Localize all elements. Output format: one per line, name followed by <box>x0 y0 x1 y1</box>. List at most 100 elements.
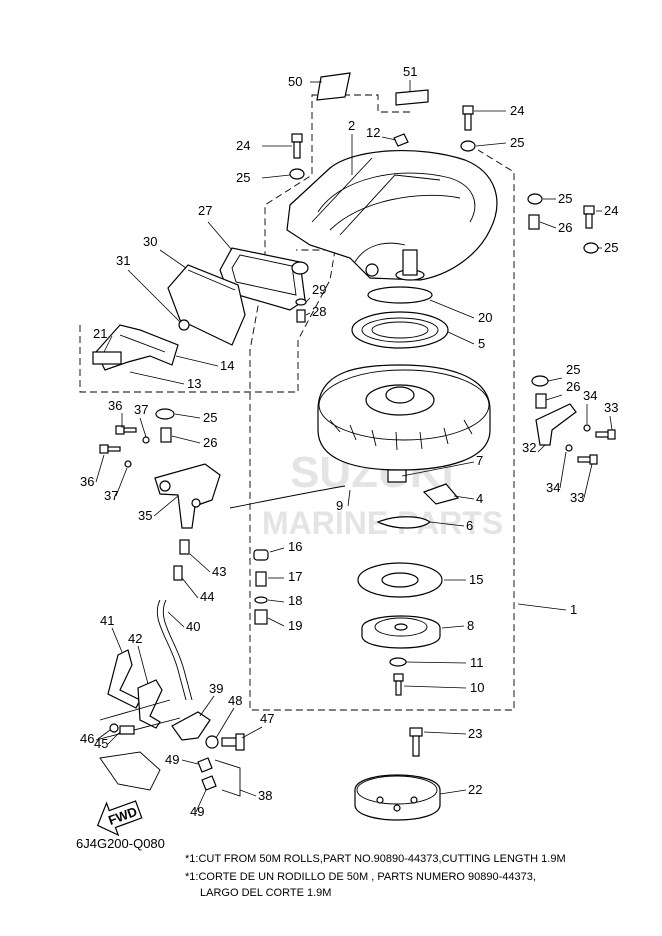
part-29-washer <box>295 298 307 306</box>
callout-19: 19 <box>288 618 302 633</box>
part-38-rod <box>214 759 241 797</box>
leader-line-45 <box>107 731 121 745</box>
part-23-bolt <box>409 727 423 757</box>
leader-line-25 <box>174 413 201 419</box>
part-41-bracket <box>107 649 141 709</box>
part-47-bolt <box>221 733 245 751</box>
callout-48: 48 <box>228 693 242 708</box>
callout-24: 24 <box>510 103 524 118</box>
part-34-washer-b <box>565 444 573 452</box>
part-45-screw <box>119 725 135 735</box>
leader-line-47 <box>241 726 263 739</box>
part-22-starter-pulley <box>354 774 441 821</box>
part-4-drive-pawl <box>422 483 460 505</box>
part-33-bolt-b <box>577 454 598 465</box>
leader-line-33 <box>609 415 613 431</box>
part-10-bolt <box>393 673 404 696</box>
part-25-grommet-e <box>155 408 175 420</box>
part-7-pawl-spring <box>387 469 407 483</box>
leader-line-27 <box>207 221 233 251</box>
leader-line-25 <box>261 174 291 179</box>
part-37-washer-b <box>124 460 132 468</box>
callout-31: 31 <box>116 253 130 268</box>
part-25-grommet-d <box>583 242 599 254</box>
leader-line-34 <box>559 451 567 489</box>
leader-line-8 <box>441 625 465 629</box>
leader-line-18 <box>267 599 285 603</box>
callout-25: 25 <box>203 410 217 425</box>
part-25-grommet-f <box>531 375 549 387</box>
callout-37: 37 <box>104 488 118 503</box>
fwd-arrow-icon: FWD <box>96 800 143 837</box>
part-32-bracket <box>535 403 577 446</box>
leader-line-37 <box>139 417 147 438</box>
leader-line-41 <box>111 627 123 653</box>
part-30-handle <box>167 264 246 346</box>
part-26-collar <box>528 214 540 230</box>
part-37-washer-a <box>142 436 150 444</box>
leader-line-19 <box>267 617 285 627</box>
part-24-bolt-right <box>583 205 595 229</box>
callout-15: 15 <box>469 572 483 587</box>
leader-line-22 <box>439 789 467 795</box>
callout-20: 20 <box>478 310 492 325</box>
leader-line-38 <box>239 789 257 797</box>
callout-2: 2 <box>348 118 355 133</box>
callout-26: 26 <box>203 435 217 450</box>
part-43-joint <box>179 539 190 555</box>
mount-bracket-lines <box>95 699 181 741</box>
engine-ghost-part <box>99 751 161 791</box>
leader-line-4 <box>453 495 475 500</box>
part-40-cable <box>156 599 187 701</box>
part-34-washer-a <box>583 424 591 432</box>
sheave-drum <box>317 364 491 471</box>
leader-line-11 <box>405 661 467 664</box>
callout-12: 12 <box>366 125 380 140</box>
leader-line-39 <box>199 695 215 717</box>
callout-5: 5 <box>478 336 485 351</box>
part-33-bolt-a <box>595 429 616 440</box>
callout-25: 25 <box>566 362 580 377</box>
callout-13: 13 <box>187 376 201 391</box>
callout-18: 18 <box>288 593 302 608</box>
leader-line-36 <box>95 454 105 483</box>
leader-line-33 <box>583 463 593 499</box>
part-51-label <box>395 89 429 106</box>
leader-line-6 <box>429 521 465 527</box>
callout-8: 8 <box>467 618 474 633</box>
leader-line-21 <box>103 335 113 353</box>
callout-26: 26 <box>566 379 580 394</box>
callout-24: 24 <box>236 138 250 153</box>
callout-37: 37 <box>134 402 148 417</box>
note-line-2: *1:CORTE DE UN RODILLO DE 50M , PARTS NU… <box>185 871 536 883</box>
part-26-collar-c <box>535 393 547 409</box>
callout-24: 24 <box>604 203 618 218</box>
callout-leaders <box>95 80 613 813</box>
part-49-clip-a <box>197 757 213 773</box>
part-2-starter-case <box>286 150 498 281</box>
callout-32: 32 <box>522 440 536 455</box>
part-36-bolt-b <box>99 444 121 454</box>
leader-line-25 <box>547 377 563 382</box>
part-25-grommet-c <box>527 193 543 205</box>
part-5-spiral-spring <box>351 311 449 349</box>
callout-28: 28 <box>312 304 326 319</box>
part-46-washer <box>109 723 119 733</box>
leader-line-1 <box>517 603 567 611</box>
callout-38: 38 <box>258 788 272 803</box>
callout-33: 33 <box>604 400 618 415</box>
callout-25: 25 <box>558 191 572 206</box>
part-49-clip-b <box>201 775 217 791</box>
part-25-grommet-a <box>460 140 476 152</box>
leader-line-31 <box>127 269 181 323</box>
leader-line-9 <box>347 489 351 507</box>
callout-46: 46 <box>80 731 94 746</box>
leader-line-46 <box>97 729 111 740</box>
callout-16: 16 <box>288 539 302 554</box>
leader-line-26 <box>171 435 201 444</box>
part-24-bolt-left <box>291 133 303 159</box>
callout-50: 50 <box>288 74 302 89</box>
part-44-spring <box>173 565 183 581</box>
note-line-1: *1:CUT FROM 50M ROLLS,PART NO.90890-4437… <box>185 853 566 865</box>
